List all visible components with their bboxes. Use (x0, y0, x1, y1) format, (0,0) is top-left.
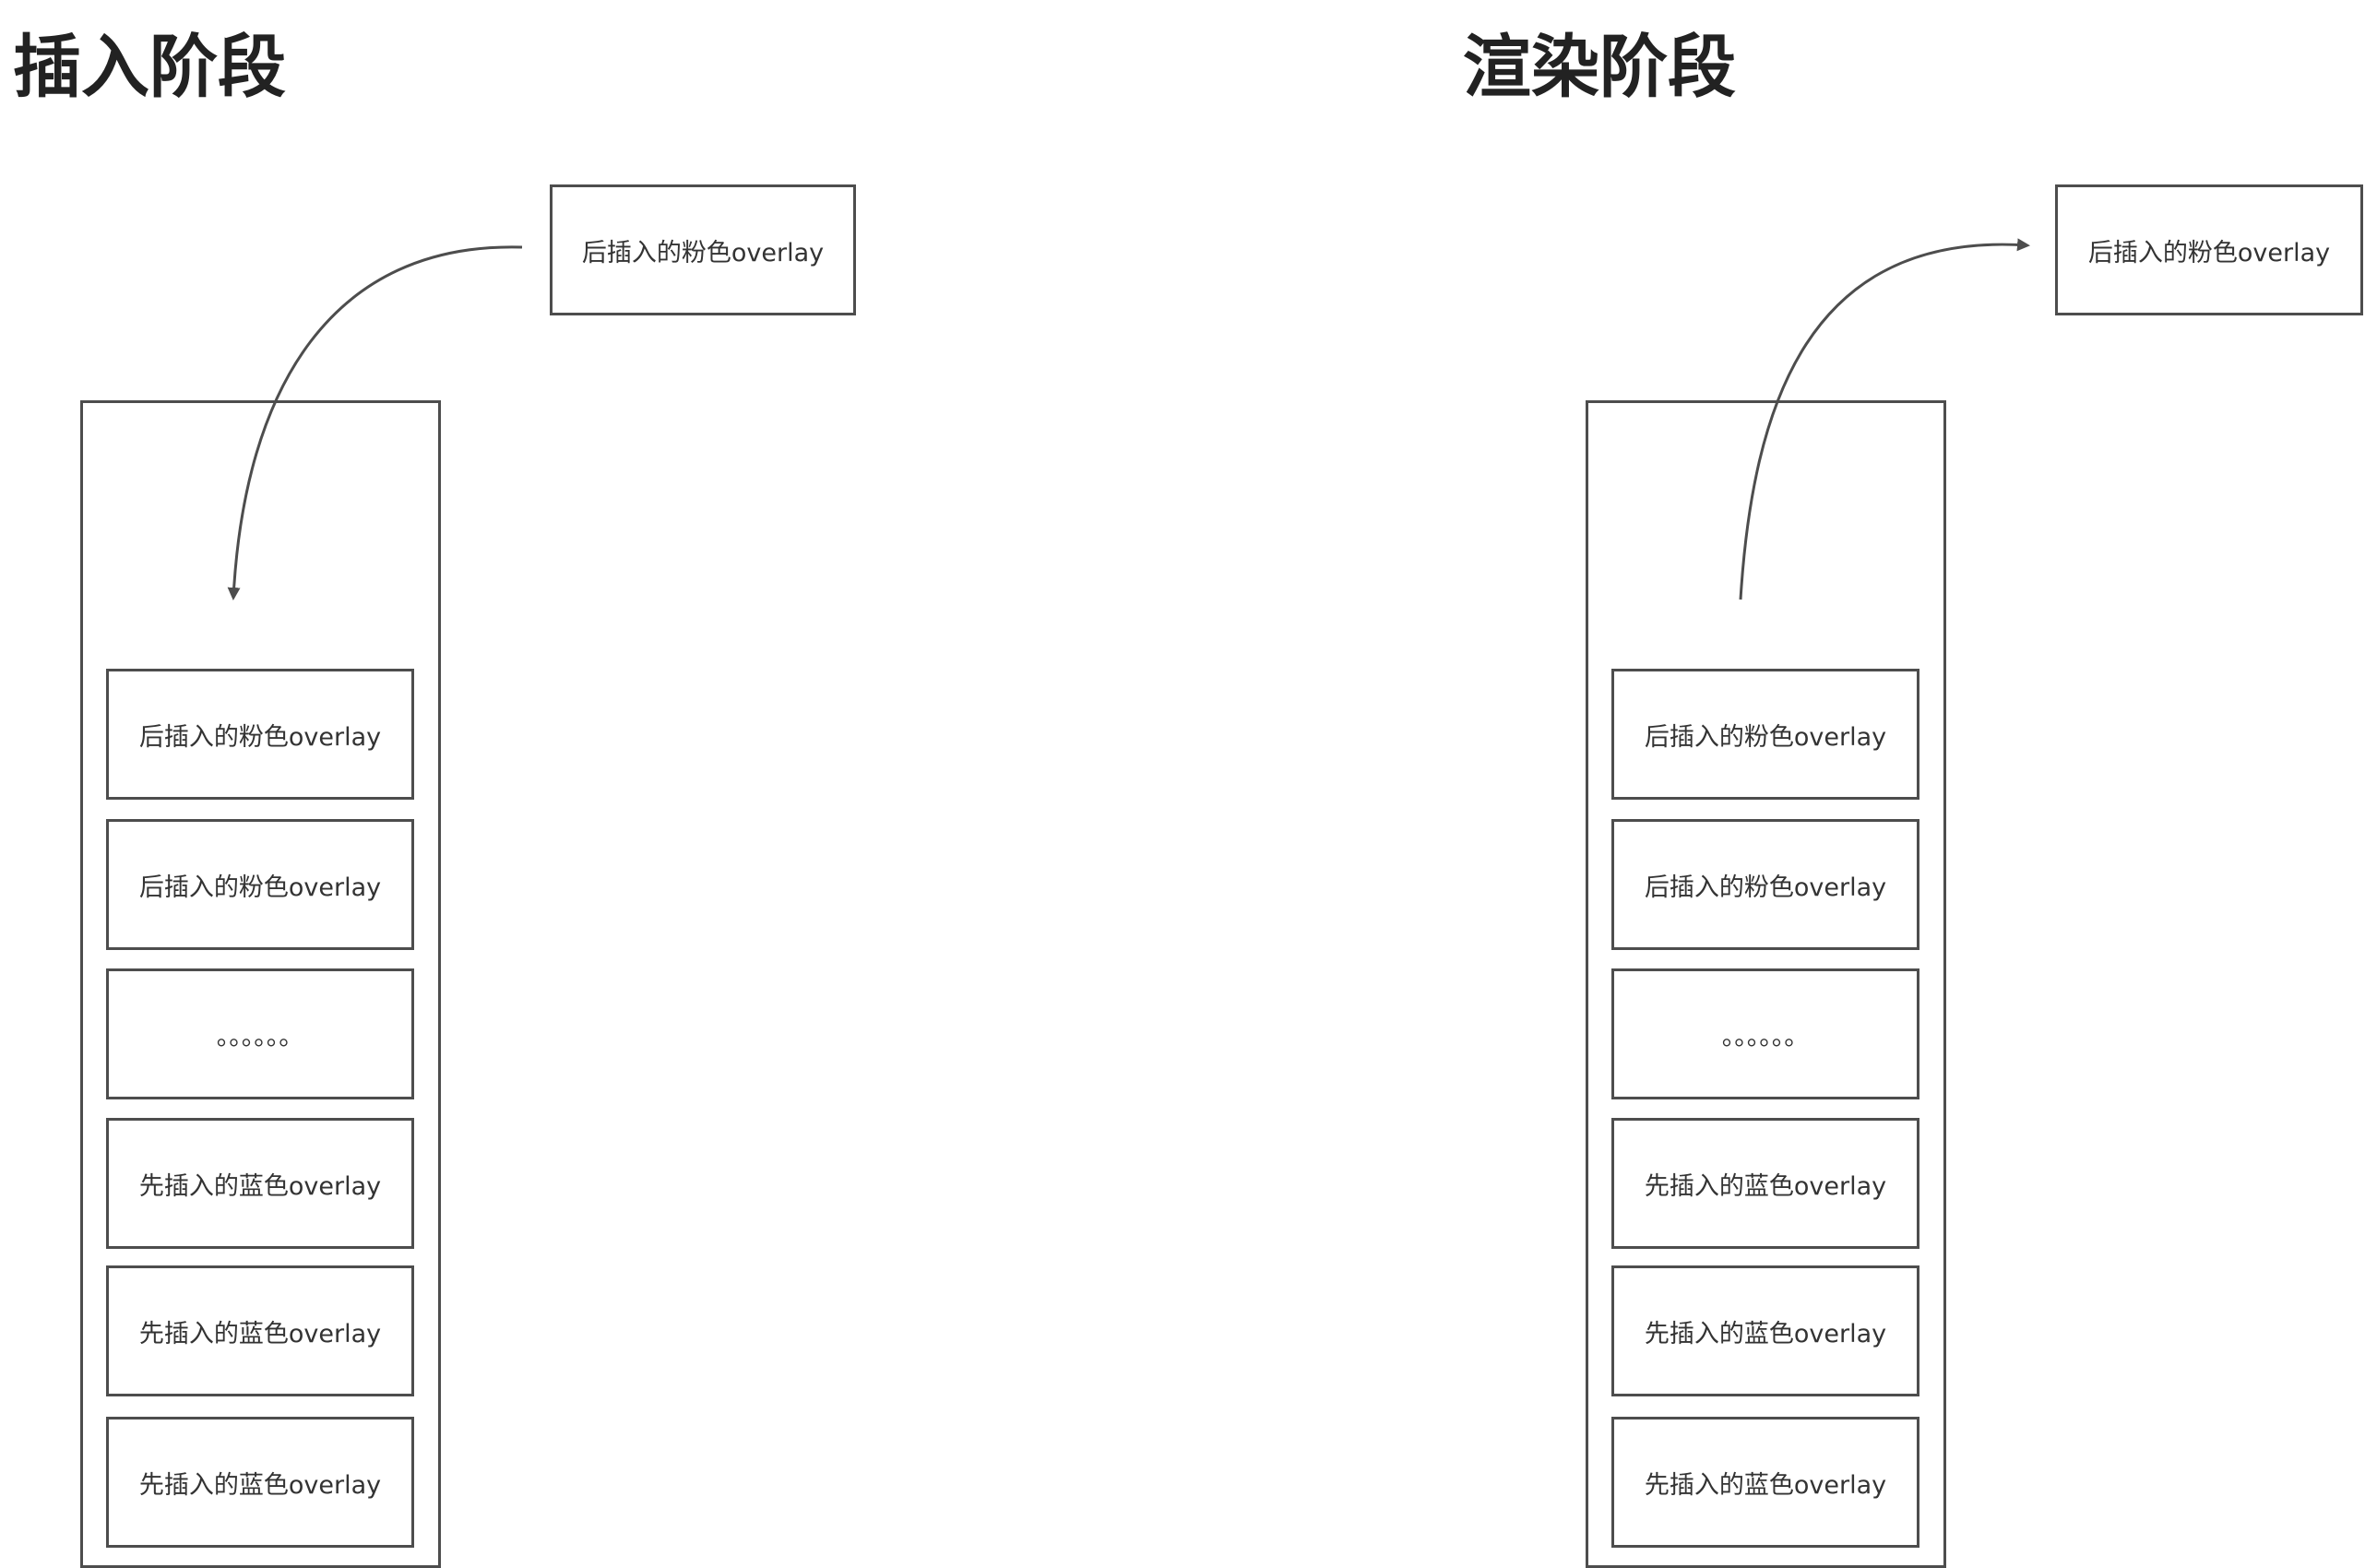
outgoing-overlay-box: 后插入的粉色overlay (2055, 184, 2363, 315)
left-stack-item-label: 先插入的蓝色overlay (138, 1171, 382, 1201)
insert-phase-title: 插入阶段 (13, 28, 286, 107)
incoming-overlay-box: 后插入的粉色overlay (550, 184, 856, 315)
right-stack-item-label: 后插入的粉色overlay (1644, 873, 1887, 902)
left-stack-item: 。。。。。。 (106, 968, 414, 1099)
right-stack-item-label: 先插入的蓝色overlay (1644, 1470, 1887, 1500)
right-stack-item-label: 先插入的蓝色overlay (1644, 1171, 1887, 1201)
left-stack-item-label: 先插入的蓝色overlay (138, 1470, 382, 1500)
left-stack-item: 先插入的蓝色overlay (106, 1417, 414, 1548)
right-stack-item-label: 后插入的粉色overlay (1644, 722, 1887, 752)
insert-arrow (227, 245, 523, 600)
right-stack-ellipsis: 。。。。。。 (1721, 1022, 1810, 1051)
right-stack-item: 先插入的蓝色overlay (1611, 1265, 1919, 1396)
incoming-overlay-label: 后插入的粉色overlay (581, 238, 825, 267)
right-stack-item: 先插入的蓝色overlay (1611, 1417, 1919, 1548)
right-stack-item: 后插入的粉色overlay (1611, 669, 1919, 800)
render-arrow (1739, 238, 2030, 600)
right-stack-item: 后插入的粉色overlay (1611, 819, 1919, 950)
left-stack-item-label: 后插入的粉色overlay (138, 722, 382, 752)
left-stack-item-label: 先插入的蓝色overlay (138, 1319, 382, 1348)
left-stack-item: 后插入的粉色overlay (106, 819, 414, 950)
render-phase-title: 渲染阶段 (1463, 28, 1736, 107)
left-stack-item: 后插入的粉色overlay (106, 669, 414, 800)
left-stack-ellipsis: 。。。。。。 (216, 1022, 304, 1051)
left-stack-container (80, 400, 441, 1568)
right-stack-container (1586, 400, 1946, 1568)
right-stack-item: 。。。。。。 (1611, 968, 1919, 1099)
left-stack-item: 先插入的蓝色overlay (106, 1118, 414, 1249)
left-stack-item-label: 后插入的粉色overlay (138, 873, 382, 902)
right-stack-item: 先插入的蓝色overlay (1611, 1118, 1919, 1249)
right-stack-item-label: 先插入的蓝色overlay (1644, 1319, 1887, 1348)
left-stack-item: 先插入的蓝色overlay (106, 1265, 414, 1396)
outgoing-overlay-label: 后插入的粉色overlay (2087, 238, 2331, 267)
